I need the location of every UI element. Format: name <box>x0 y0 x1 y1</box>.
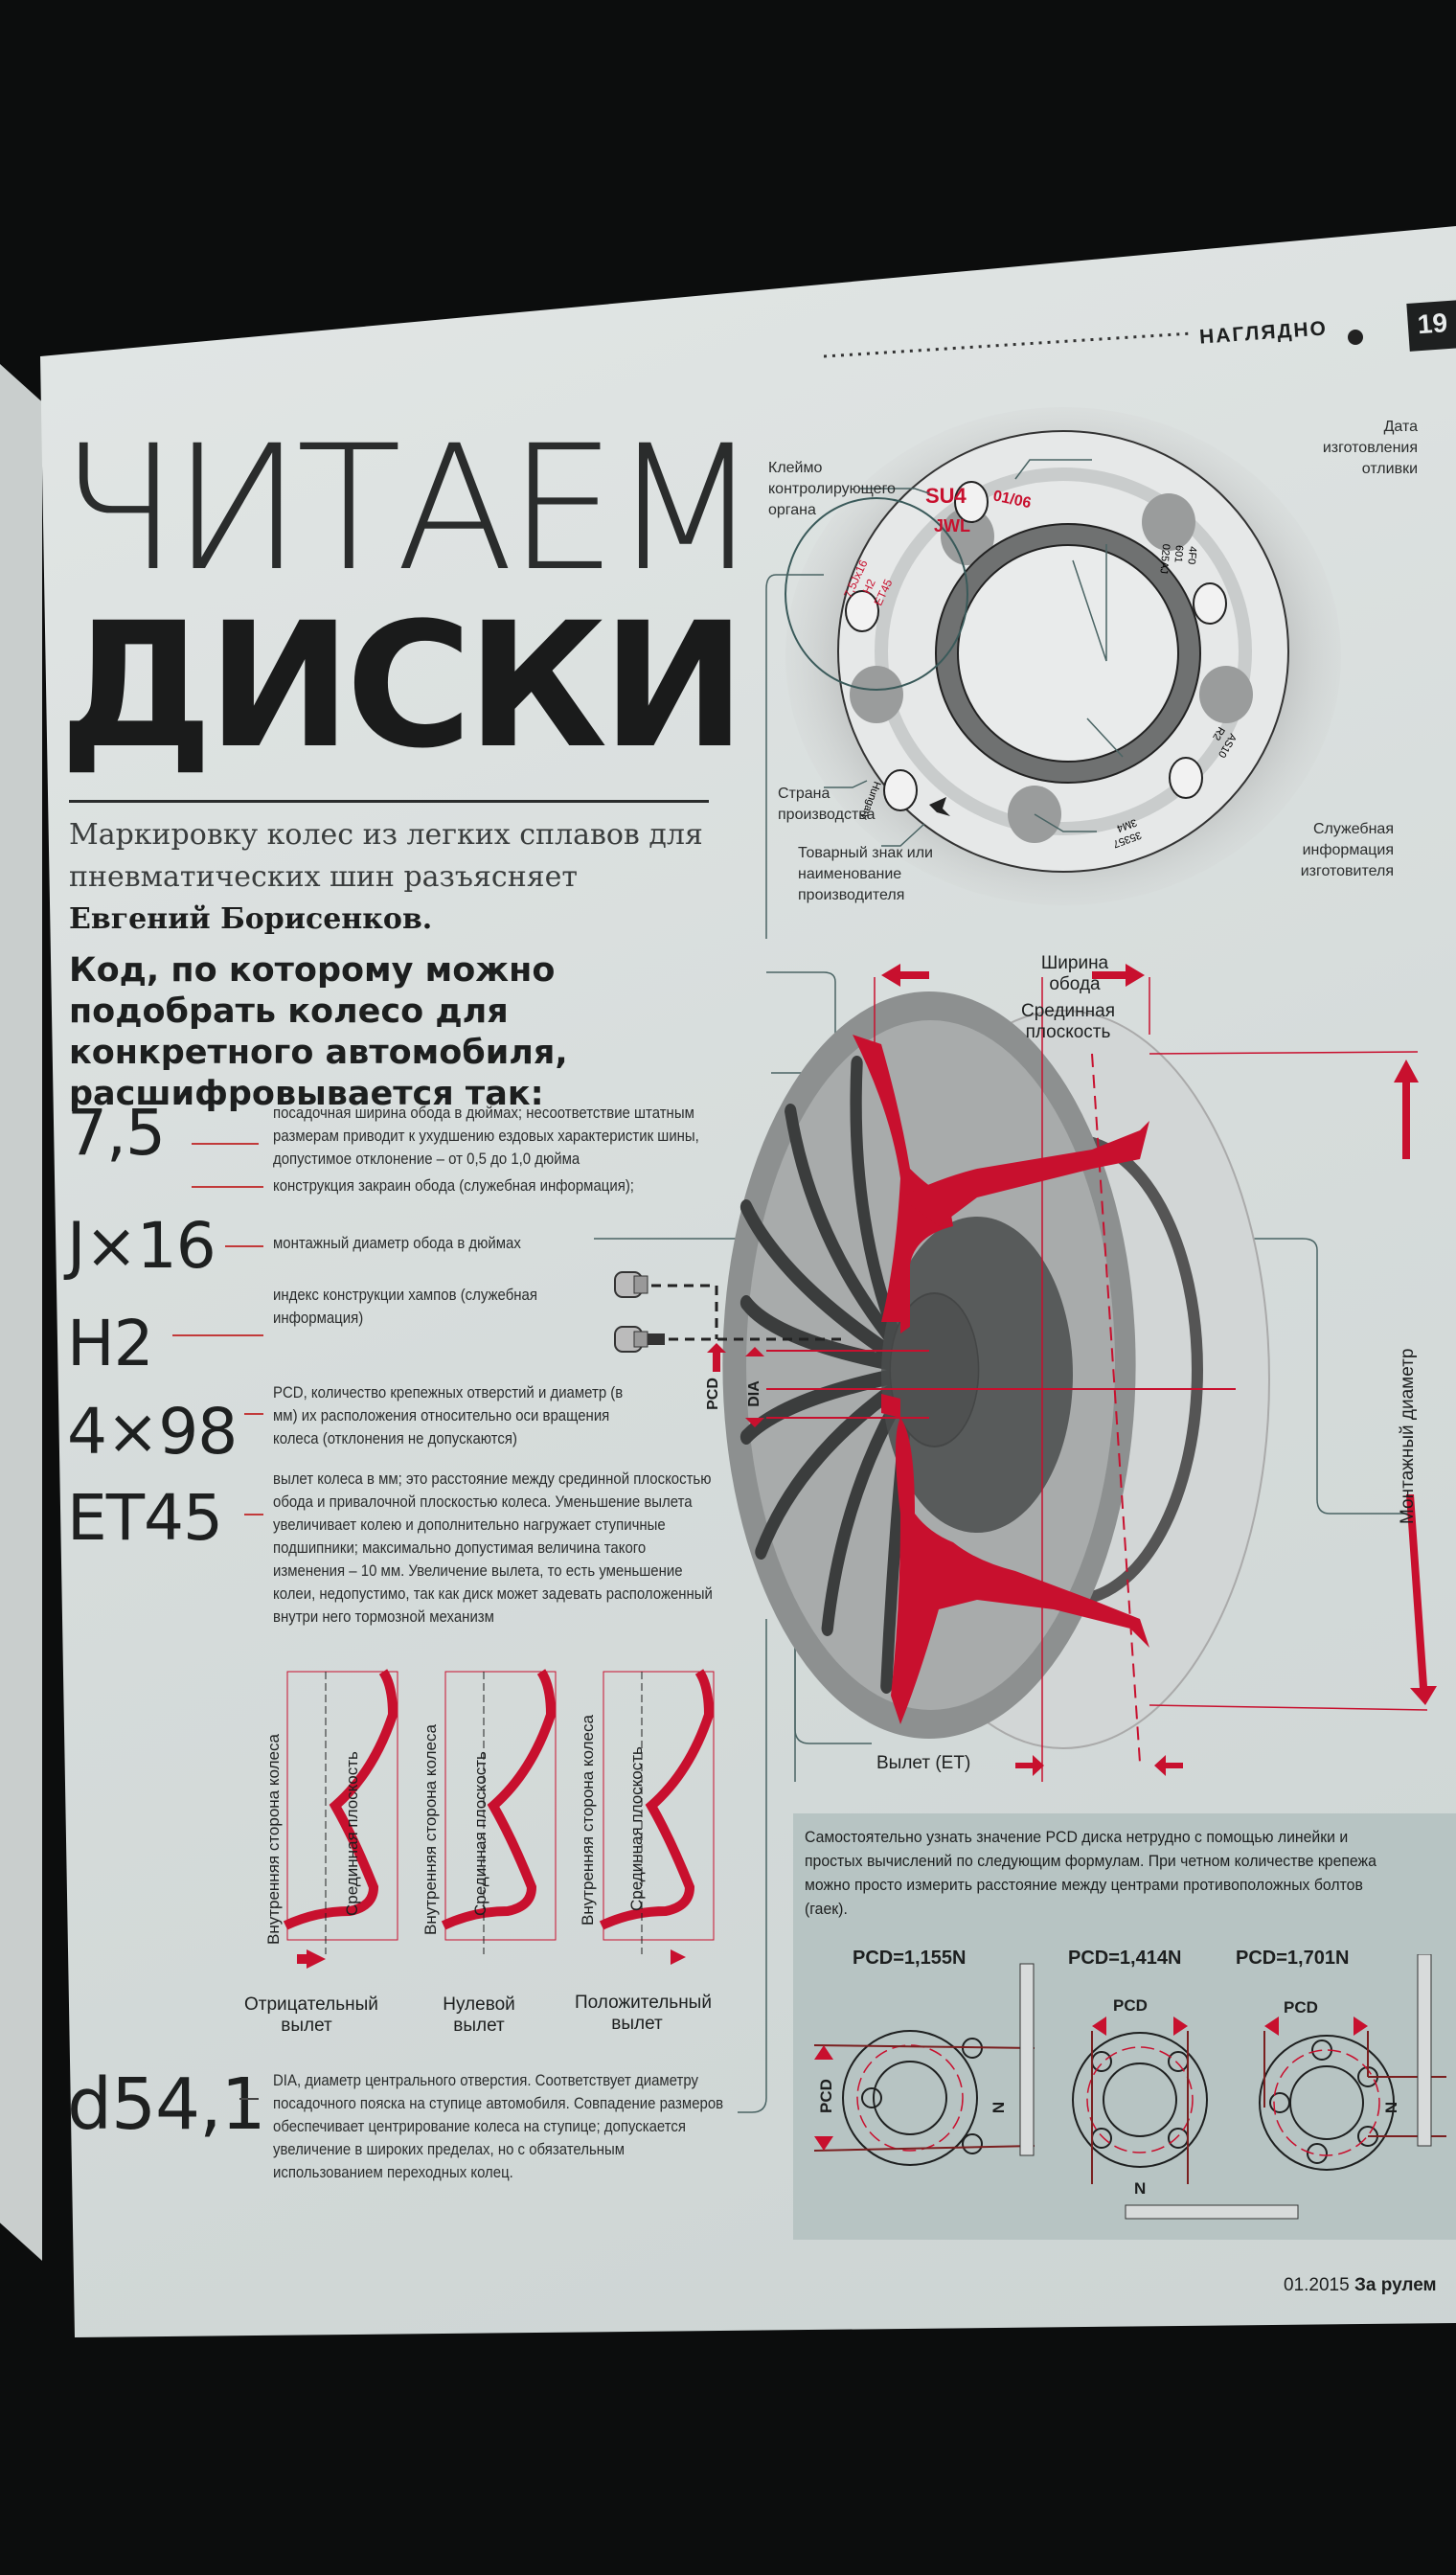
title-line-1: ЧИТАЕМ <box>59 409 760 609</box>
label-rim-width: Ширина обода <box>1040 953 1109 994</box>
author-name: Евгений Борисенков. <box>69 902 433 936</box>
desc-offset: вылет колеса в мм; это расстояние между … <box>273 1470 713 1626</box>
bolt-icon <box>614 1271 648 1298</box>
leader-line <box>225 1245 263 1247</box>
code-hump: H2 <box>67 1307 154 1380</box>
label-country: Страна производства <box>778 786 876 823</box>
ruler-icon <box>1019 1963 1035 2156</box>
disk-marking-diagram: SU4 JWL 01/06 7,5Jx16 H2 ET45 Hungary 4F… <box>765 407 1341 939</box>
connector-line <box>738 1619 767 2113</box>
header-dotted-rule <box>824 330 1363 358</box>
label-negative-offset: Отрицательный вылет <box>244 1994 378 2036</box>
pcd-measure-diagrams <box>813 1954 1446 2220</box>
code-rim-width: 7,5 <box>67 1096 166 1170</box>
profile2-mid: Срединная плоскость <box>471 1751 489 1916</box>
previous-page-edge <box>0 364 42 2261</box>
profile3-inner: Внутренняя сторона колеса <box>579 1715 597 1926</box>
code-offset: ET45 <box>67 1481 223 1555</box>
offset-arrow-left-icon <box>1154 1755 1183 1776</box>
profile3-mid: Срединная плоскость <box>627 1746 646 1911</box>
ruler-icon <box>1417 1954 1432 2147</box>
n-label-3: N <box>1382 2101 1401 2114</box>
page-number: 19 <box>1406 300 1456 352</box>
formula-4-bolt-even: PCD=1,414N <box>1068 1948 1182 1969</box>
arrow-right-icon <box>1092 964 1145 987</box>
stud-icon <box>614 1326 665 1353</box>
formula-5-bolt: PCD=1,701N <box>1236 1948 1350 1969</box>
footer: 01.2015 За рулем <box>1284 2275 1437 2296</box>
label-service-info: Служебная информация изготовителя <box>1300 821 1394 879</box>
arrow-up-icon <box>1394 1060 1419 1159</box>
pcd-label-1: PCD <box>816 2079 835 2113</box>
formula-4-bolt: PCD=1,155N <box>853 1948 967 1969</box>
profile1-inner: Внутренняя сторона колеса <box>264 1734 283 1945</box>
leader-line <box>172 1334 263 1336</box>
leader-line <box>244 1413 263 1415</box>
desc-pcd: PCD, количество крепежных отверстий и ди… <box>273 1383 624 1447</box>
mark-svc1: 4F0 <box>1185 546 1198 565</box>
desc-dia: DIA, диаметр центрального отверстия. Соо… <box>273 2071 724 2181</box>
mark-jwl: JWL <box>934 516 970 536</box>
header-dot-icon <box>1348 330 1363 345</box>
label-zero-offset: Нулевой вылет <box>443 1994 515 2036</box>
desc-rim-width: посадочная ширина обода в дюймах; несоот… <box>273 1104 699 1168</box>
positive-offset-arrow-icon <box>671 1949 686 1965</box>
trademark-bird-icon <box>929 797 950 816</box>
offset-arrow-right-icon <box>1015 1755 1044 1776</box>
ruler-icon <box>1125 2204 1299 2220</box>
title-rule <box>69 800 709 803</box>
label-mid-plane: Срединная плоскость <box>1021 1001 1115 1042</box>
dia-marker-label: DIA <box>746 1380 762 1407</box>
label-inspection-stamp: Клеймо контролирующего органа <box>768 460 896 518</box>
mark-svc3: 025AJ <box>1157 543 1172 574</box>
pcd-marker-label: PCD <box>705 1378 721 1410</box>
code-dia: d54,1 <box>67 2063 266 2146</box>
negative-offset-arrow-icon <box>297 1949 326 1969</box>
code-diameter: J×16 <box>67 1209 216 1283</box>
leader-line <box>239 2098 259 2100</box>
wheel-cross-section-diagram <box>594 964 1437 1782</box>
desc-hump: индекс конструкции хампов (служебная инф… <box>273 1286 537 1327</box>
offset-profiles <box>283 1667 738 1969</box>
desc-flange: конструкция закраин обода (служебная инф… <box>273 1176 634 1195</box>
pcd-info-box <box>793 1813 1456 2240</box>
label-mount-diameter: Монтажный диаметр <box>1398 1348 1418 1524</box>
label-cast-date: Дата изготовления отливки <box>1322 419 1418 477</box>
svg-text:4F0 601 025AJ: 4F0 601 025AJ <box>1157 543 1198 577</box>
code-pcd: 4×98 <box>67 1395 238 1469</box>
pcd-label-2: PCD <box>1113 1996 1148 2015</box>
desc-diameter: монтажный диаметр обода в дюймах <box>273 1234 521 1252</box>
leader-line <box>192 1186 263 1188</box>
profile1-mid: Срединная плоскость <box>343 1751 361 1916</box>
magazine-name: За рулем <box>1354 2275 1437 2295</box>
mark-su4: SU4 <box>925 484 967 508</box>
lead-paragraph: Маркировку колес из легких сплавов для п… <box>69 814 759 941</box>
n-label-2: N <box>1134 2179 1147 2198</box>
bolt-and-pcd-markers <box>614 1271 843 1427</box>
pcd-info-text: Самостоятельно узнать значение PCD диска… <box>805 1828 1376 1918</box>
label-positive-offset: Положительный вылет <box>575 1993 712 2034</box>
arrow-left-icon <box>881 964 929 987</box>
mark-svc2: 601 <box>1172 545 1185 563</box>
leader-line <box>192 1143 259 1145</box>
profile2-inner: Внутренняя сторона колеса <box>421 1724 440 1935</box>
n-label-1: N <box>990 2101 1009 2114</box>
section-heading: Код, по которому можно подобрать колесо … <box>69 951 568 1113</box>
issue-date: 01.2015 <box>1284 2275 1350 2295</box>
label-offset: Вылет (ET) <box>876 1753 971 1773</box>
label-trademark: Товарный знак или наименование производи… <box>798 845 933 903</box>
arrow-down-icon <box>1406 1494 1437 1705</box>
leader-line <box>244 1514 263 1515</box>
title-line-2: ДИСКИ <box>59 586 746 786</box>
pcd-label-3: PCD <box>1284 1998 1318 2017</box>
